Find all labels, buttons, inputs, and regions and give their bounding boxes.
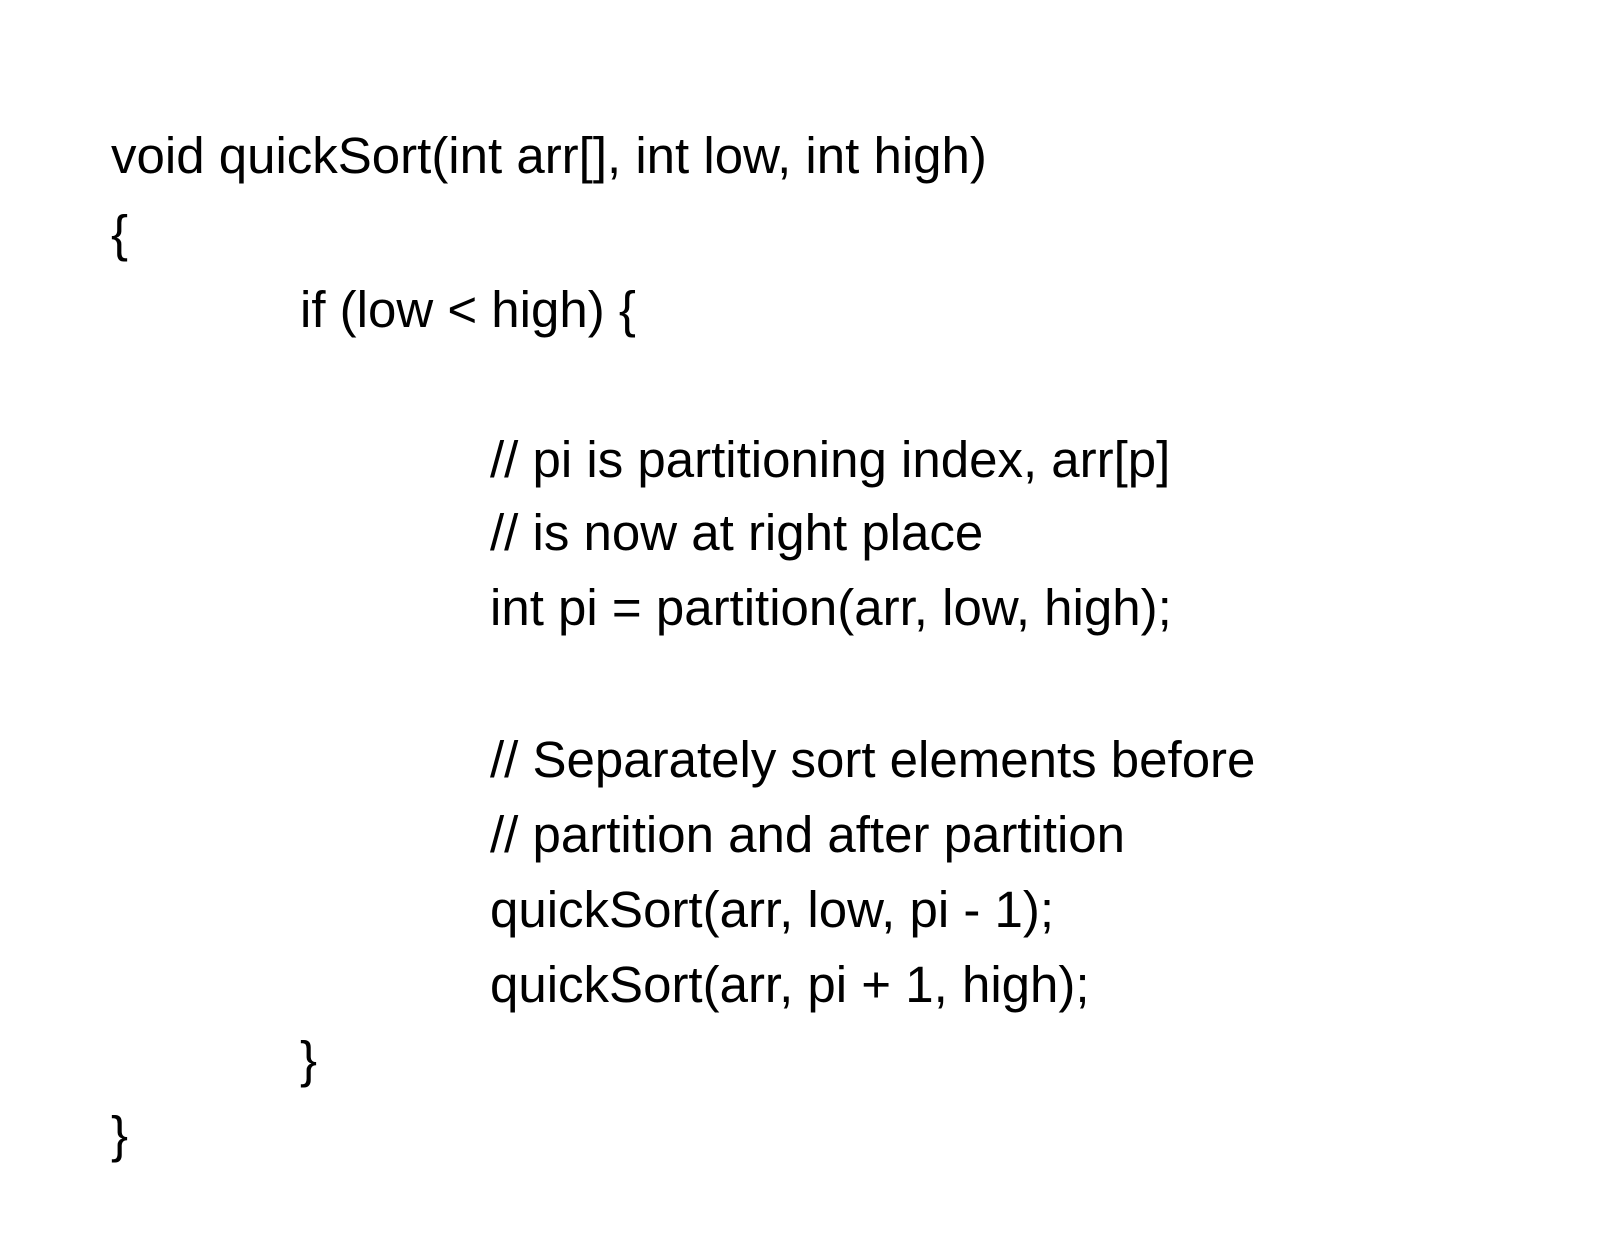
if-close-brace: } xyxy=(300,1031,318,1088)
recursive-call-right-line: quickSort(arr, pi + 1, high); xyxy=(490,956,1090,1013)
function-signature-line: void quickSort(int arr[], int low, int h… xyxy=(111,127,987,184)
comment-line-right-place: // is now at right place xyxy=(490,504,984,561)
comment-line-separately-sort: // Separately sort elements before xyxy=(490,731,1256,788)
recursive-call-left-line: quickSort(arr, low, pi - 1); xyxy=(490,881,1055,938)
if-condition-line: if (low < high) { xyxy=(300,281,636,338)
partition-call-line: int pi = partition(arr, low, high); xyxy=(490,579,1172,636)
function-open-brace: { xyxy=(111,205,129,262)
comment-line-before-after: // partition and after partition xyxy=(490,806,1126,863)
function-close-brace: } xyxy=(111,1106,129,1163)
comment-line-partition-index: // pi is partitioning index, arr[p] xyxy=(490,431,1171,488)
